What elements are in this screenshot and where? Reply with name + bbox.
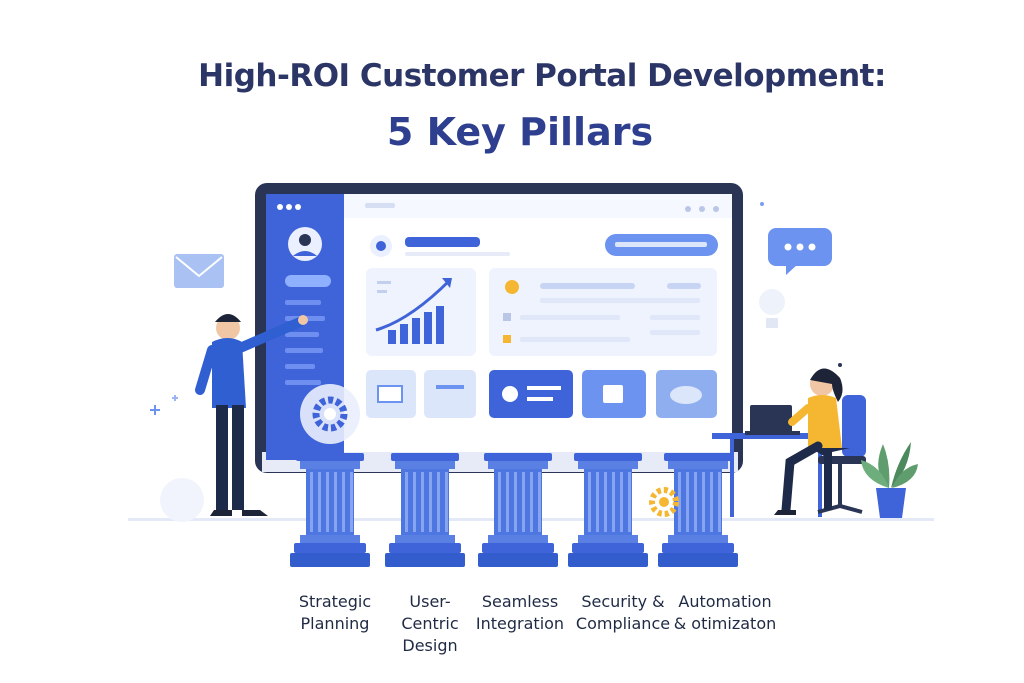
pillar-label-2-line2: Centric (401, 614, 459, 633)
pillar-label-1: Strategic Planning (290, 591, 380, 635)
sparkle-icon (150, 405, 160, 415)
chat-bubble-icon (768, 228, 832, 275)
lightbulb-icon (759, 289, 785, 328)
pillar-label-5-line1: Automation (678, 592, 772, 611)
pillar-label-4-line2: Compliance (575, 614, 671, 633)
envelope-icon (174, 254, 224, 288)
pillar-1 (290, 453, 370, 567)
pillar-3 (478, 453, 558, 567)
pillar-5 (658, 453, 738, 567)
pillar-label-5-line2: & otimizaton (673, 614, 777, 633)
pillar-label-4-line1: Security & (581, 592, 665, 611)
pillar-label-3-line1: Seamless (481, 592, 559, 611)
pillar-label-2-line1: User- (409, 592, 451, 611)
pillar-label-3: Seamless Integration (470, 591, 570, 635)
pillar-label-1-line2: Planning (300, 614, 370, 633)
title-line-1: High-ROI Customer Portal Development: (198, 58, 886, 94)
pillar-2 (385, 453, 465, 567)
pillars (290, 453, 738, 567)
woman-figure (712, 368, 866, 517)
pillar-label-1-line1: Strategic (298, 592, 372, 611)
pillar-4 (568, 453, 648, 567)
plant-icon (861, 442, 918, 518)
title-line-2: 5 Key Pillars (386, 110, 654, 154)
laptop-icon (745, 405, 800, 435)
gear-small-icon (649, 487, 679, 517)
pillar-label-2-line3: Design (402, 636, 458, 655)
pillar-label-3-line2: Integration (475, 614, 565, 633)
pillar-label-2: User- Centric Design (385, 591, 475, 657)
gear-icon (300, 384, 360, 444)
chart-icon (375, 278, 452, 344)
man-figure (195, 314, 308, 516)
pillar-label-5: Automation & otimizaton (665, 591, 785, 635)
decor-circle (160, 478, 204, 522)
pillar-label-4: Security & Compliance (573, 591, 673, 635)
